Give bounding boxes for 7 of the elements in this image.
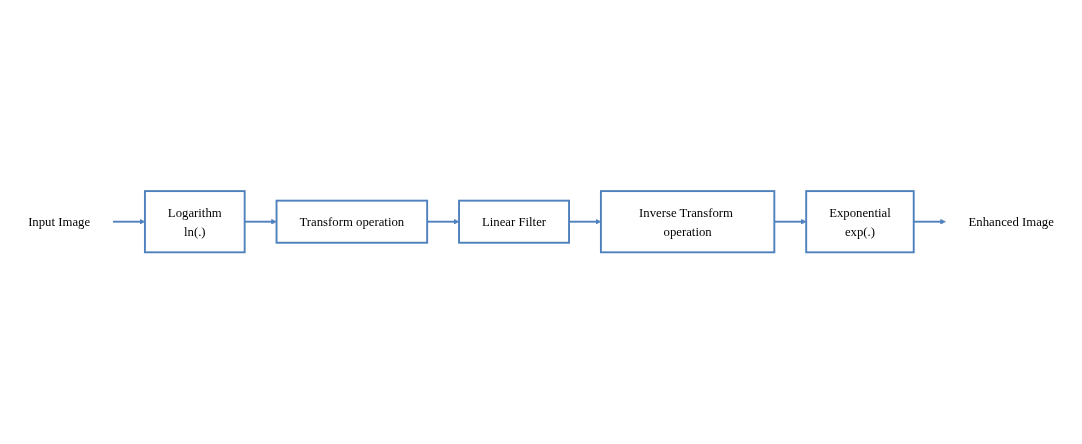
node-box: Exponential exp(.) [805, 190, 915, 254]
node-text: Input Image [28, 214, 91, 230]
node-box: Inverse Transform operation [599, 190, 776, 254]
node-box: Logarithm ln(.) [143, 190, 246, 254]
node-box: Linear Filter [458, 200, 570, 244]
node-box: Transform operation [275, 200, 429, 244]
node-text: Enhanced Image [968, 214, 1054, 230]
